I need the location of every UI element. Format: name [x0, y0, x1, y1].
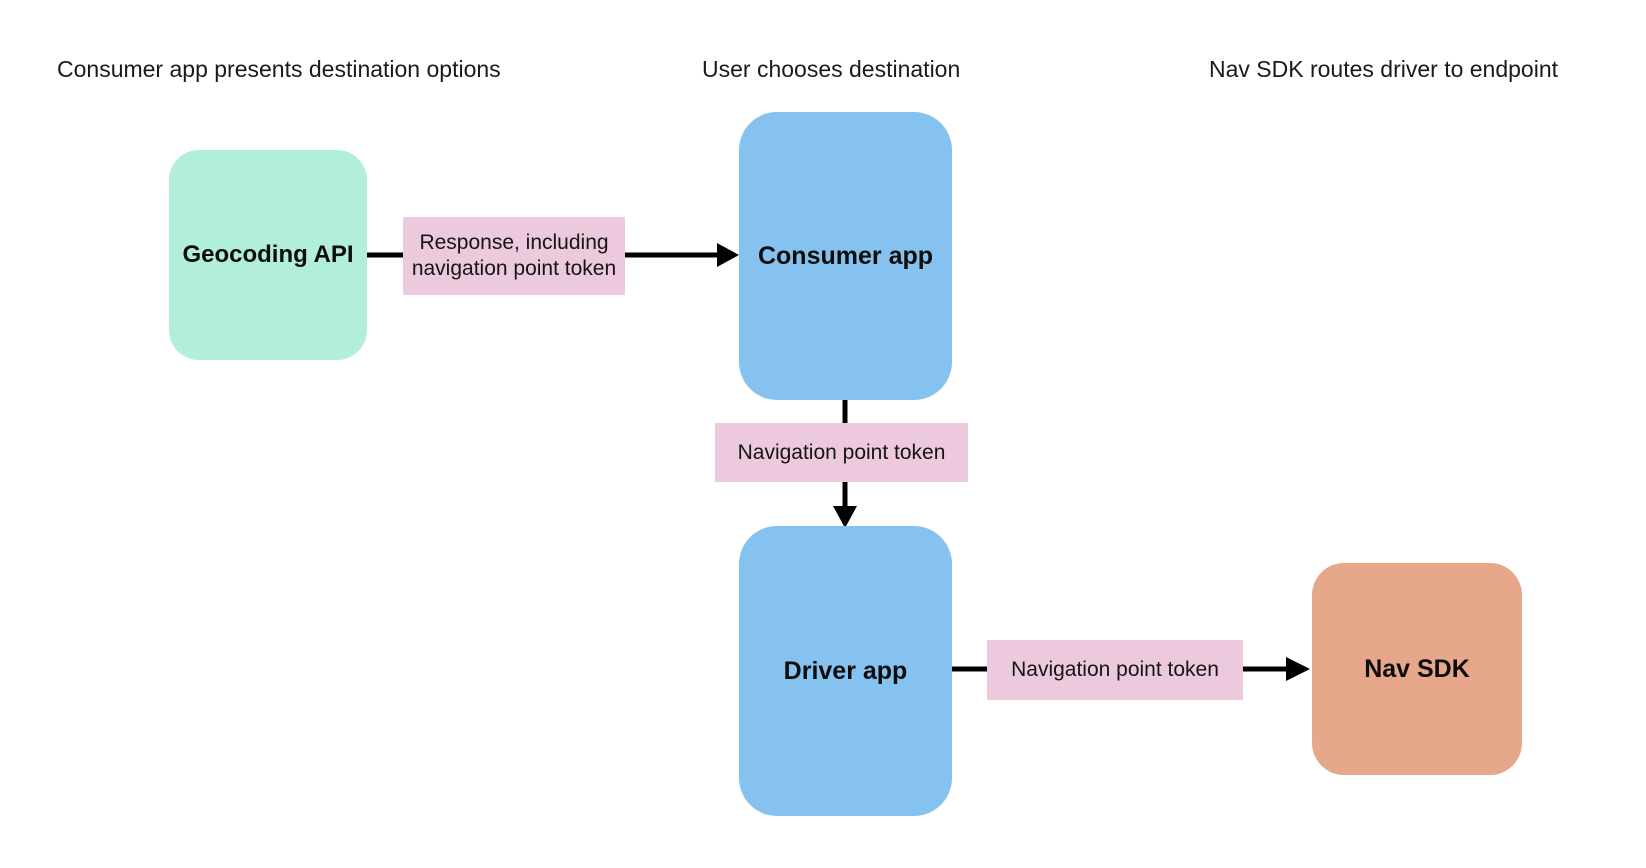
edge-label-response-including-token: Response, including navigation point tok…	[403, 217, 625, 295]
node-consumer-app: Consumer app	[739, 112, 952, 400]
arrowhead-into-navsdk	[1286, 657, 1310, 681]
node-consumer-app-label: Consumer app	[757, 241, 934, 270]
arrowhead-into-driver	[833, 506, 857, 528]
stage-header-consumer-presents: Consumer app presents destination option…	[57, 56, 501, 82]
edge-label-navigation-point-token-driver-navsdk-text: Navigation point token	[1011, 658, 1219, 681]
node-driver-app-label: Driver app	[783, 656, 908, 685]
edge-label-response-including-token-text: Response, including navigation point tok…	[411, 231, 617, 280]
arrowhead-into-consumer	[717, 243, 739, 267]
node-geocoding-api-label: Geocoding API	[182, 241, 354, 268]
edge-label-navigation-point-token-consumer-driver-text: Navigation point token	[737, 440, 946, 464]
stage-header-navsdk-routes: Nav SDK routes driver to endpoint	[1209, 56, 1559, 82]
stage-header-user-chooses: User chooses destination	[702, 56, 961, 82]
node-driver-app: Driver app	[739, 526, 952, 816]
edge-label-navigation-point-token-driver-navsdk: Navigation point token	[987, 640, 1243, 700]
edge-label-navigation-point-token-consumer-driver: Navigation point token	[715, 423, 968, 482]
node-geocoding-api: Geocoding API	[169, 150, 367, 360]
node-nav-sdk-label: Nav SDK	[1364, 654, 1470, 683]
node-nav-sdk: Nav SDK	[1312, 563, 1522, 775]
